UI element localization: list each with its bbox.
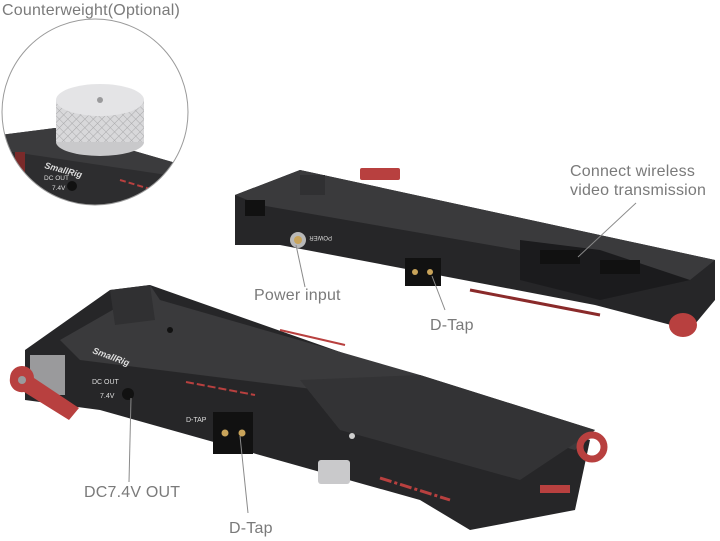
svg-text:7.4V: 7.4V (52, 185, 66, 192)
lower-power-plate: SmallRig DC OUT 7.4V D-TAP (9, 285, 608, 530)
silver-latch (318, 460, 350, 484)
wireless-transmission-label: Connect wireless video transmission (570, 163, 707, 199)
svg-text:DC OUT: DC OUT (92, 379, 120, 386)
red-rod-clamp (576, 431, 608, 463)
dtap-port-upper (405, 258, 441, 286)
svg-text:D-TAP: D-TAP (186, 417, 207, 424)
dtap-upper-label: D-Tap (430, 317, 474, 334)
svg-text:POWER: POWER (309, 234, 332, 240)
upper-power-plate: POWER (235, 168, 715, 337)
counterweight-inset: SmallRig DC OUT 7.4V (1, 18, 189, 206)
top-red-clamp (360, 168, 400, 180)
dc-out-port (122, 388, 134, 400)
counterweight-label: Counterweight(Optional) (2, 2, 181, 19)
svg-text:7.4V: 7.4V (100, 393, 115, 400)
dtap-lower-label: D-Tap (229, 520, 273, 537)
callout-leaders (128, 202, 637, 514)
power-input-label: Power input (254, 287, 341, 304)
red-knob-lower (9, 366, 80, 420)
red-knob-upper (669, 313, 697, 337)
svg-text:DC OUT: DC OUT (44, 175, 69, 182)
dtap-port-lower (213, 412, 253, 454)
dc-out-label: DC7.4V OUT (84, 484, 181, 501)
